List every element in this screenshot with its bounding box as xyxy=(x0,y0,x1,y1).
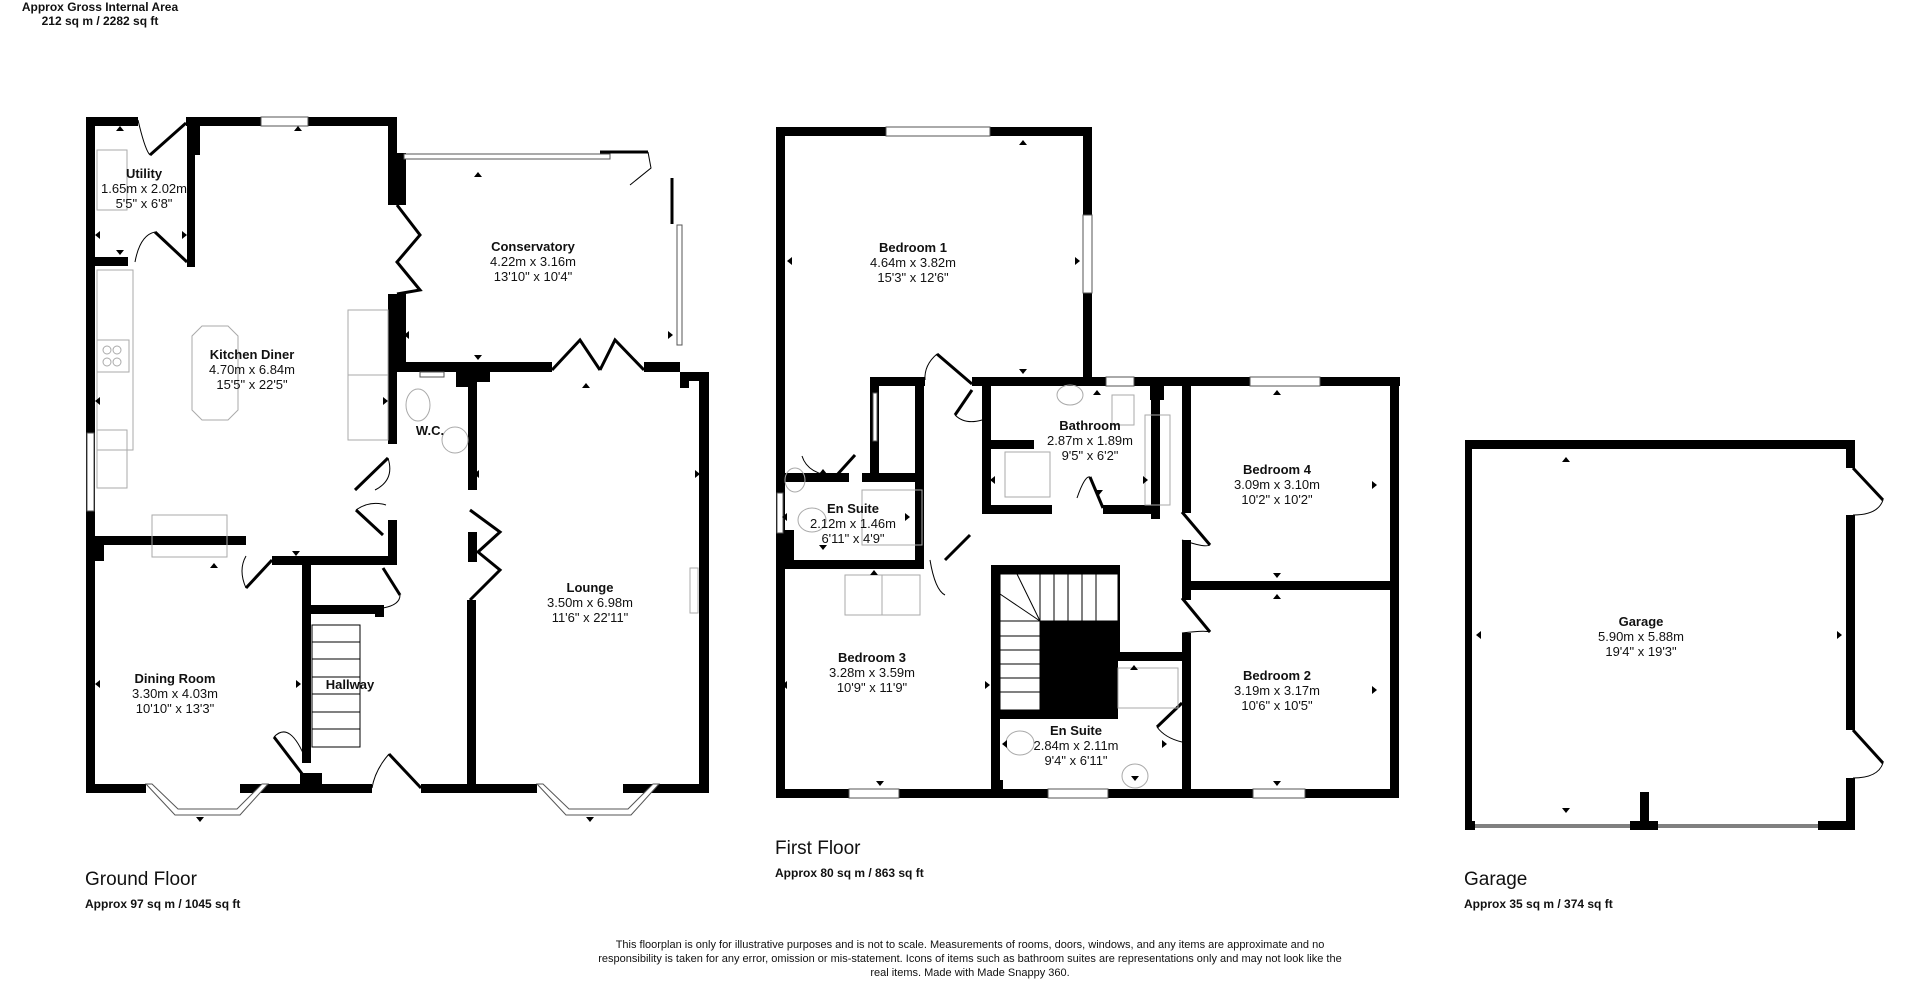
room-label-lounge: Lounge 3.50m x 6.98m 11'6" x 22'11" xyxy=(547,580,633,625)
ground-floor-fixtures xyxy=(96,149,699,614)
room-label-conservatory: Conservatory 4.22m x 3.16m 13'10" x 10'4… xyxy=(490,239,576,284)
ground-floor-area: Approx 97 sq m / 1045 sq ft xyxy=(85,897,241,911)
gross-area-title: Approx Gross Internal Area xyxy=(21,0,179,14)
room-label-bathroom: Bathroom 2.87m x 1.89m 9'5" x 6'2" xyxy=(1047,418,1133,463)
first-floor-doors xyxy=(801,352,1212,743)
ground-floor-windows xyxy=(86,116,683,816)
room-label-bedroom-1: Bedroom 1 4.64m x 3.82m 15'3" x 12'6" xyxy=(870,240,956,285)
ground-floor-stairs xyxy=(311,624,361,748)
ground-floor-doors xyxy=(134,119,674,790)
ground-floor-walls xyxy=(86,117,709,793)
gross-area-header: Approx Gross Internal Area 212 sq m / 22… xyxy=(0,0,200,28)
first-floor-area: Approx 80 sq m / 863 sq ft xyxy=(775,866,924,880)
first-floor-name: First Floor xyxy=(775,838,861,859)
room-label-hallway: Hallway xyxy=(325,677,375,692)
garage-door xyxy=(1472,824,1820,828)
ground-floor-markers xyxy=(95,126,700,822)
garage-floor-name: Garage xyxy=(1464,869,1528,890)
room-label-dining-room: Dining Room 3.30m x 4.03m 10'10" x 13'3" xyxy=(132,671,218,716)
garage-side-doors xyxy=(1851,466,1885,779)
room-label-en-suite-2: En Suite 2.84m x 2.11m 9'4" x 6'11" xyxy=(1033,723,1119,768)
ground-floor-name: Ground Floor xyxy=(85,869,197,890)
room-label-garage: Garage 5.90m x 5.88m 19'4" x 19'3" xyxy=(1598,614,1684,659)
room-label-kitchen-diner: Kitchen Diner 4.70m x 6.84m 15'5" x 22'5… xyxy=(209,347,295,392)
gross-area-value: 212 sq m / 2282 sq ft xyxy=(41,14,159,28)
first-floor-windows xyxy=(776,126,1321,799)
first-floor-fixtures xyxy=(784,384,1179,789)
first-floor-markers xyxy=(782,140,1377,786)
room-label-wc: W.C. xyxy=(415,423,445,438)
first-floor-walls xyxy=(776,127,1400,798)
garage-floor-area: Approx 35 sq m / 374 sq ft xyxy=(1464,897,1613,911)
room-label-utility: Utility 1.65m x 2.02m 5'5" x 6'8" xyxy=(101,166,187,211)
room-label-bedroom-4: Bedroom 4 3.09m x 3.10m 10'2" x 10'2" xyxy=(1234,462,1320,507)
stair-void xyxy=(1040,621,1118,710)
room-label-bedroom-3: Bedroom 3 3.28m x 3.59m 10'9" x 11'9" xyxy=(829,650,915,695)
room-label-bedroom-2: Bedroom 2 3.19m x 3.17m 10'6" x 10'5" xyxy=(1234,668,1320,713)
disclaimer-text: This floorplan is only for illustrative … xyxy=(598,939,1342,979)
garage-markers xyxy=(1476,457,1842,813)
room-label-en-suite-1: En Suite 2.12m x 1.46m 6'11" x 4'9" xyxy=(810,501,896,546)
